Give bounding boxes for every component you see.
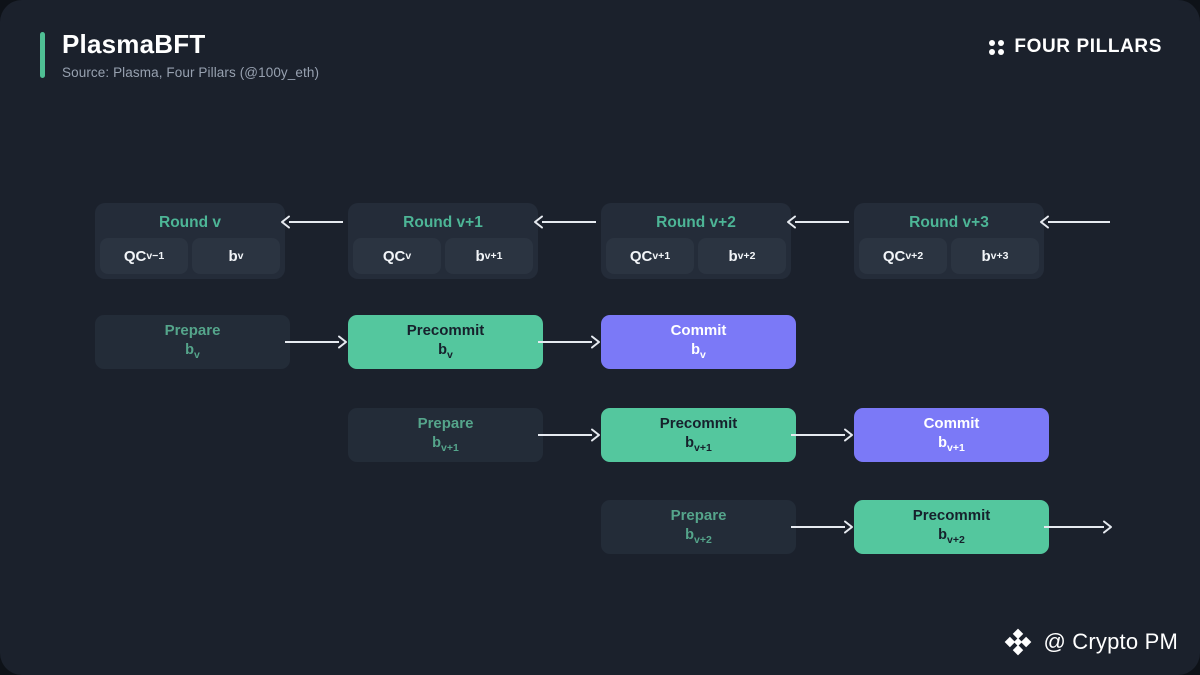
round-arrow-v2-to-v1 — [532, 215, 598, 229]
stage-block: bv+1 — [432, 434, 459, 455]
stage-label: Precommit — [406, 322, 485, 340]
round-title: Round v+2 — [656, 214, 736, 231]
source-subtitle: Source: Plasma, Four Pillars (@100y_eth) — [62, 64, 320, 80]
stage-block: bv+2 — [685, 526, 712, 547]
round-title: Round v+3 — [909, 214, 989, 231]
stage-prepare-bv1[interactable]: Prepare bv+1 — [348, 408, 543, 462]
block-subscript: v+3 — [990, 250, 1009, 262]
block-label: b — [475, 247, 485, 265]
block-subscript: v+2 — [737, 250, 756, 262]
binance-diamond-icon — [1005, 628, 1032, 656]
block-subscript: v+2 — [947, 533, 965, 546]
block-letter: b — [938, 434, 948, 451]
arrow-prepare-to-precommit-row3 — [791, 520, 853, 534]
stage-label: Precommit — [659, 415, 738, 433]
block-letter: b — [691, 341, 700, 358]
stage-commit-bv[interactable]: Commit bv — [601, 315, 796, 369]
round-title: Round v+1 — [403, 214, 483, 231]
stage-label: Precommit — [912, 507, 991, 525]
block-label: b — [728, 247, 738, 265]
qc-subscript: v+2 — [905, 250, 924, 262]
qc-subscript: v+1 — [652, 250, 671, 262]
brand-name: FOUR PILLARS — [1014, 36, 1162, 57]
stage-prepare-bv[interactable]: Prepare bv — [95, 315, 290, 369]
stage-block: bv — [691, 341, 706, 362]
block-label: b — [228, 247, 238, 265]
qc-subscript: v — [405, 250, 412, 262]
round-arrow-v3-to-v2 — [785, 215, 851, 229]
stage-commit-bv1[interactable]: Commit bv+1 — [854, 408, 1049, 462]
block-letter: b — [938, 526, 948, 543]
block-subscript: v+1 — [441, 441, 459, 454]
arrow-outgoing-row3 — [1044, 520, 1112, 534]
page-title: PlasmaBFT — [62, 29, 206, 59]
block-letter: b — [432, 434, 442, 451]
round-arrow-incoming — [1038, 215, 1112, 229]
stage-block: bv+1 — [685, 434, 712, 455]
qc-label: QC — [123, 247, 147, 265]
block-subscript: v+1 — [694, 441, 712, 454]
stage-label: Prepare — [417, 415, 474, 433]
arrow-prepare-to-precommit-row1 — [285, 335, 347, 349]
block-subscript: v+1 — [947, 441, 965, 454]
stage-block: bv+2 — [938, 526, 965, 547]
arrow-prepare-to-precommit-row2 — [538, 428, 600, 442]
qc-label: QC — [382, 247, 406, 265]
block-subscript: v — [700, 348, 706, 361]
stage-precommit-bv[interactable]: Precommit bv — [348, 315, 543, 369]
stage-block: bv — [185, 341, 200, 362]
four-dots-icon — [989, 39, 1005, 55]
arrow-precommit-to-commit-row1 — [538, 335, 600, 349]
watermark: @ Crypto PM — [1003, 627, 1178, 657]
block-letter: b — [185, 341, 194, 358]
round-title: Round v — [159, 214, 221, 231]
accent-bar — [40, 32, 45, 78]
block-subscript: v+1 — [484, 250, 503, 262]
block-letter: b — [685, 434, 695, 451]
stage-label: Commit — [923, 415, 980, 433]
qc-label: QC — [629, 247, 653, 265]
block-subscript: v — [237, 250, 244, 262]
block-letter: b — [685, 526, 695, 543]
block-letter: b — [438, 341, 447, 358]
stage-precommit-bv2[interactable]: Precommit bv+2 — [854, 500, 1049, 554]
stage-prepare-bv2[interactable]: Prepare bv+2 — [601, 500, 796, 554]
header: PlasmaBFT Source: Plasma, Four Pillars (… — [40, 30, 319, 80]
qc-label: QC — [882, 247, 906, 265]
stage-label: Prepare — [670, 507, 727, 525]
arrow-precommit-to-commit-row2 — [791, 428, 853, 442]
stage-label: Commit — [670, 322, 727, 340]
brand-logo: FOUR PILLARS — [989, 36, 1162, 58]
block-label: b — [981, 247, 991, 265]
block-subscript: v — [447, 348, 453, 361]
stage-label: Prepare — [164, 322, 221, 340]
block-subscript: v — [194, 348, 200, 361]
watermark-text: @ Crypto PM — [1043, 629, 1178, 654]
block-subscript: v+2 — [694, 533, 712, 546]
stage-block: bv+1 — [938, 434, 965, 455]
stage-block: bv — [438, 341, 453, 362]
round-arrow-v1-to-v — [279, 215, 345, 229]
stage-precommit-bv1[interactable]: Precommit bv+1 — [601, 408, 796, 462]
qc-subscript: v−1 — [146, 250, 165, 262]
